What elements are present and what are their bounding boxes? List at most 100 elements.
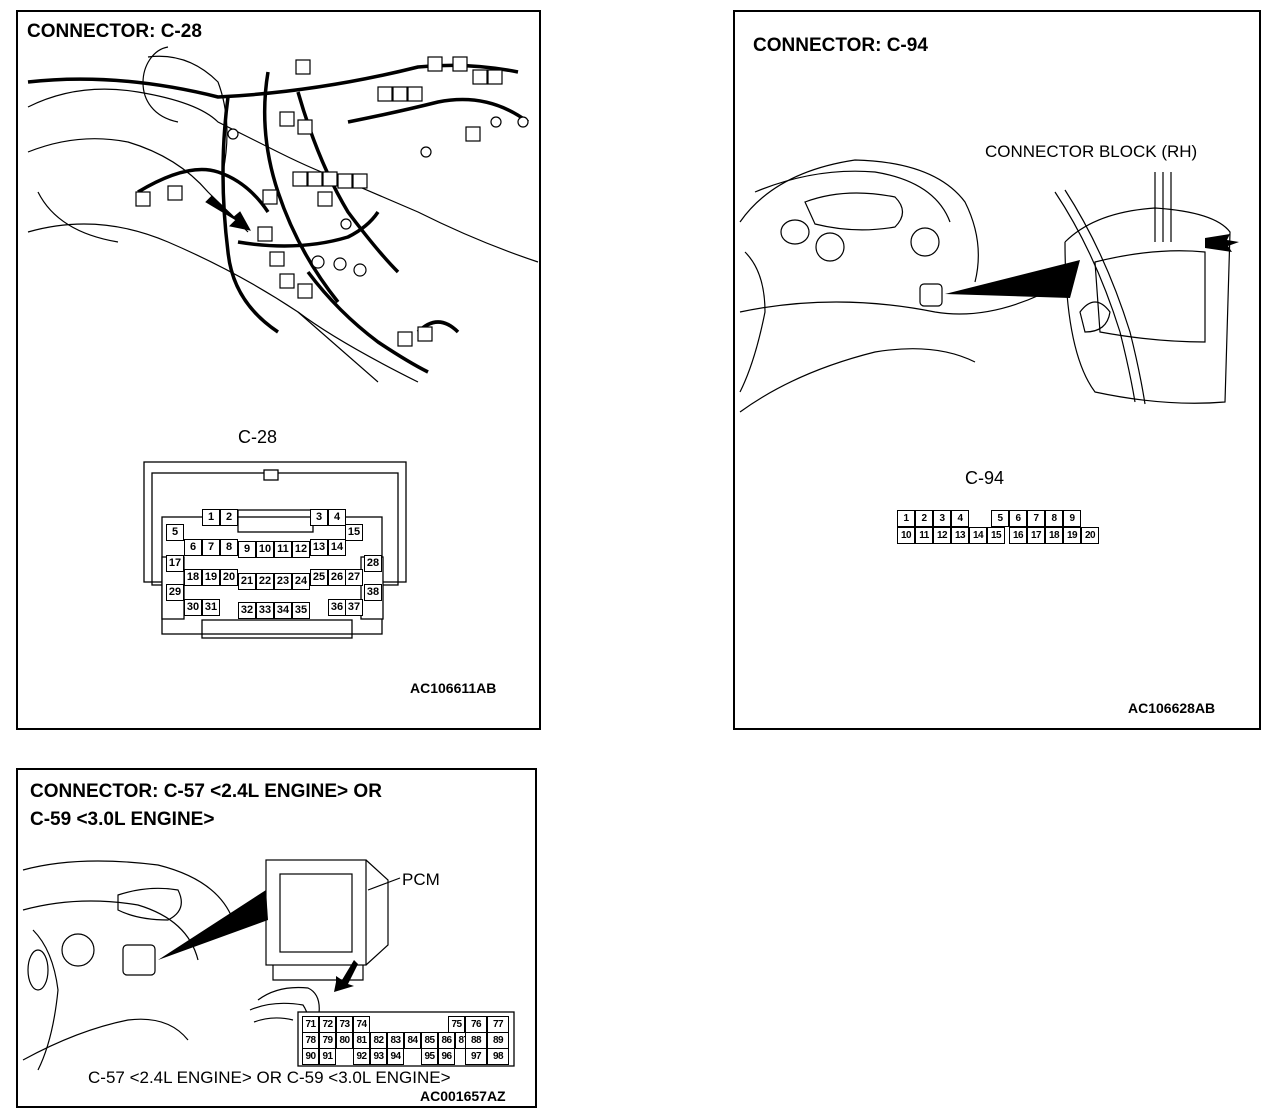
pin-cavity: 90 <box>302 1048 319 1065</box>
pin-cavity: 8 <box>1045 510 1063 527</box>
pin-cavity: 73 <box>336 1016 353 1033</box>
zoom-pointer <box>945 260 1080 298</box>
pin-cavity: 81 <box>353 1032 370 1049</box>
pin-cavity: 96 <box>438 1048 455 1065</box>
connector-block-callout: CONNECTOR BLOCK (RH) <box>985 142 1198 161</box>
pin-cavity: 2 <box>220 509 238 526</box>
pin-cavity: 13 <box>951 527 969 544</box>
pin-cavity: 89 <box>487 1032 509 1049</box>
pin-cavity: 29 <box>166 584 184 601</box>
pin-cavity: 79 <box>319 1032 336 1049</box>
pin-cavity: 92 <box>353 1048 370 1065</box>
pin-cavity: 94 <box>387 1048 404 1065</box>
pin-cavity: 17 <box>166 555 184 572</box>
pin-cavity: 10 <box>897 527 915 544</box>
location-arrow-icon <box>1205 234 1239 252</box>
pin-cavity: 4 <box>951 510 969 527</box>
pin-cavity: 75 <box>448 1016 465 1033</box>
figure-code: AC001657AZ <box>420 1088 506 1104</box>
pin-cavity: 15 <box>987 527 1005 544</box>
pin-cavity: 13 <box>310 539 328 556</box>
pin-cavity: 93 <box>370 1048 387 1065</box>
panel-title-line-2: C-59 <3.0L ENGINE> <box>30 809 215 830</box>
pin-cavity: 7 <box>202 539 220 556</box>
pin-cavity: 16 <box>1009 527 1027 544</box>
pin-cavity: 11 <box>915 527 933 544</box>
pin-cavity: 33 <box>256 602 274 619</box>
pin-cavity: 18 <box>1045 527 1063 544</box>
pin-cavity: 98 <box>487 1048 509 1065</box>
pin-cavity: 5 <box>991 510 1009 527</box>
pin-cavity: 14 <box>969 527 987 544</box>
connector-label: C-28 <box>238 427 278 447</box>
pin-cavity: 4 <box>328 509 346 526</box>
panel-title: CONNECTOR: C-28 <box>27 21 202 42</box>
pin-cavity: 77 <box>487 1016 509 1033</box>
pin-cavity: 20 <box>1081 527 1099 544</box>
panel-connector-c57-c59: CONNECTOR: C-57 <2.4L ENGINE> OR C-59 <3… <box>16 768 537 1108</box>
panel-connector-c28: CONNECTOR: C-28 <box>16 10 541 730</box>
pin-cavity: 25 <box>310 569 328 586</box>
panel-title: CONNECTOR: C-94 <box>753 35 928 56</box>
panel-connector-c94: CONNECTOR: C-94 CONNECTOR BLOCK (RH) C-9… <box>733 10 1261 730</box>
pin-cavity: 78 <box>302 1032 319 1049</box>
pin-cavity: 86 <box>438 1032 455 1049</box>
pin-cavity: 71 <box>302 1016 319 1033</box>
pin-cavity: 1 <box>897 510 915 527</box>
figure-code: AC106611AB <box>410 680 497 696</box>
pin-cavity: 14 <box>328 539 346 556</box>
pin-cavity: 7 <box>1027 510 1045 527</box>
pin-cavity: 95 <box>421 1048 438 1065</box>
pin-cavity: 12 <box>933 527 951 544</box>
pin-cavity: 11 <box>274 541 292 558</box>
pin-cavity: 88 <box>465 1032 487 1049</box>
connector-label: C-94 <box>965 468 1005 488</box>
pin-cavity: 9 <box>238 541 256 558</box>
pin-cavity: 31 <box>202 599 220 616</box>
pin-cavity: 80 <box>336 1032 353 1049</box>
zoom-pointer <box>158 890 268 960</box>
pin-cavity: 6 <box>1009 510 1027 527</box>
pin-cavity: 3 <box>933 510 951 527</box>
pin-cavity: 21 <box>238 573 256 590</box>
pin-cavity: 23 <box>274 573 292 590</box>
connector-label: C-57 <2.4L ENGINE> OR C-59 <3.0L ENGINE> <box>88 1068 451 1087</box>
pin-cavity: 76 <box>465 1016 487 1033</box>
location-arrow-icon <box>205 195 251 231</box>
connector-c28-housing <box>143 461 407 639</box>
pin-cavity: 5 <box>166 524 184 541</box>
pin-cavity: 12 <box>292 541 310 558</box>
pin-cavity: 85 <box>421 1032 438 1049</box>
pin-cavity: 19 <box>1063 527 1081 544</box>
pin-cavity: 97 <box>465 1048 487 1065</box>
wiring-harness-illustration <box>27 46 539 383</box>
pin-cavity: 9 <box>1063 510 1081 527</box>
pin-cavity: 37 <box>345 599 363 616</box>
pin-cavity: 27 <box>345 569 363 586</box>
pin-cavity: 28 <box>364 555 382 572</box>
panel-title-line-1: CONNECTOR: C-57 <2.4L ENGINE> OR <box>30 781 382 802</box>
pin-cavity: 24 <box>292 573 310 590</box>
pin-cavity: 18 <box>184 569 202 586</box>
pin-cavity: 38 <box>364 584 382 601</box>
pin-cavity: 10 <box>256 541 274 558</box>
pin-cavity: 36 <box>328 599 346 616</box>
dashboard-illustration <box>739 159 1239 413</box>
pin-cavity: 34 <box>274 602 292 619</box>
pin-cavity: 17 <box>1027 527 1045 544</box>
figure-code: AC106628AB <box>1128 700 1216 716</box>
pin-cavity: 82 <box>370 1032 387 1049</box>
pin-cavity: 8 <box>220 539 238 556</box>
pin-cavity: 6 <box>184 539 202 556</box>
pin-cavity: 22 <box>256 573 274 590</box>
pcm-illustration <box>22 859 515 1071</box>
pin-cavity: 84 <box>404 1032 421 1049</box>
pin-cavity: 83 <box>387 1032 404 1049</box>
pin-cavity: 15 <box>345 524 363 541</box>
pin-cavity: 32 <box>238 602 256 619</box>
pin-cavity: 26 <box>328 569 346 586</box>
pin-cavity: 72 <box>319 1016 336 1033</box>
pin-cavity: 1 <box>202 509 220 526</box>
